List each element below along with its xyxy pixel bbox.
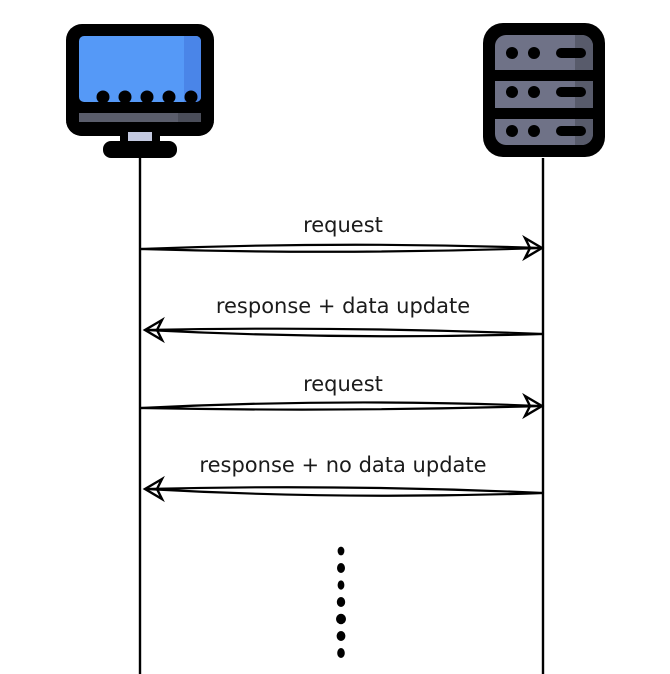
monitor-screen-dots (96, 90, 198, 104)
monitor-separator-left (72, 103, 176, 114)
actor-server[interactable] (483, 23, 605, 157)
message-0-arrow (139, 234, 545, 262)
vertical-ellipsis (336, 546, 346, 658)
message-1-label: response + data update (216, 294, 470, 318)
monitor-screen (79, 36, 201, 102)
lifelines (138, 155, 545, 674)
server-rack-3 (506, 125, 586, 137)
message-3-arrow (142, 475, 545, 503)
monitor-bezel-bottom (66, 120, 214, 136)
message-2[interactable]: request (139, 372, 545, 420)
message-0[interactable]: request (139, 213, 545, 262)
message-3[interactable]: response + no data update (142, 453, 545, 503)
message-2-arrow (139, 392, 545, 420)
message-3-label: response + no data update (199, 453, 486, 477)
message-0-label: request (303, 213, 383, 237)
message-1[interactable]: response + data update (142, 294, 545, 344)
monitor-foot (103, 141, 177, 158)
server-icon (483, 23, 605, 157)
monitor-screen-shade2 (184, 36, 192, 102)
actor-client[interactable] (66, 24, 214, 158)
message-2-label: request (303, 372, 383, 396)
server-divider-2 (495, 108, 593, 119)
server-rack-2 (506, 86, 586, 98)
message-1-arrow (142, 316, 545, 344)
server-rack-1 (506, 47, 586, 59)
monitor-separator-right (184, 103, 212, 114)
monitor-icon (66, 24, 214, 158)
server-divider-1 (495, 70, 593, 81)
